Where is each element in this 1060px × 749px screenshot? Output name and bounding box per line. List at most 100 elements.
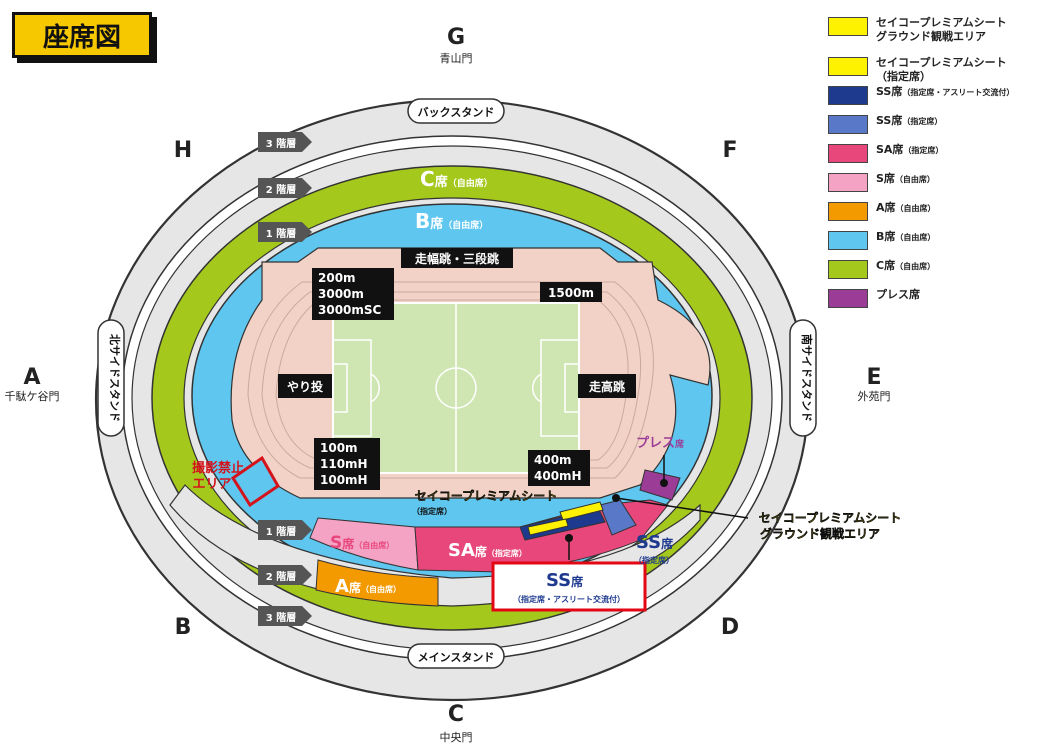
javelin-box (278, 374, 332, 398)
legend-sub: （自由席） (894, 175, 935, 184)
gate-d-letter: D (721, 615, 739, 640)
legend-label: SS席 (876, 114, 903, 127)
press-seat-area[interactable] (639, 469, 681, 501)
legend-label: SA席 (876, 143, 904, 156)
gate-h-letter: H (174, 138, 192, 163)
premium-seat-sub: （指定席） (412, 506, 452, 516)
legend-label: プレス席 (876, 288, 920, 301)
sa-seat-label: SA席（指定席） (448, 540, 527, 561)
legend-swatch (828, 57, 868, 76)
legend-item: B席（自由席） (828, 230, 1058, 250)
gate-a-name: 千駄ケ谷門 (5, 389, 60, 403)
north-stand-pill (97, 319, 125, 437)
gate-c-name: 中央門 (440, 731, 473, 744)
svg-text:1 階層: 1 階層 (266, 525, 296, 538)
legend-item: セイコープレミアムシートグラウンド観戦エリア (828, 16, 1058, 48)
legend-item: セイコープレミアムシート（指定席） (828, 56, 1058, 83)
floor2-tag-top: 2 階層 (258, 178, 312, 198)
legend-swatch (828, 115, 868, 134)
svg-text:1 階層: 1 階層 (266, 227, 296, 240)
gate-g-name: 青山門 (440, 52, 473, 65)
ss-athlete-box (491, 561, 647, 612)
south-stand-label: 南サイドスタンド (800, 334, 814, 422)
legend-sub: （指定席・アスリート交流付） (902, 88, 1015, 97)
legend-item: プレス席 (828, 288, 1058, 308)
premium-seat-area-2[interactable] (527, 518, 569, 536)
no-photo-label-1: 撮影禁止 (192, 460, 244, 476)
legend-label-2: グラウンド観戦エリア (876, 30, 986, 43)
legend-swatch (828, 144, 868, 163)
sprint-label-2: 110mH (320, 457, 368, 471)
premium-ground-dot (612, 494, 620, 502)
lap-box (528, 450, 590, 486)
lap-label-2: 400mH (534, 469, 582, 483)
ss-box-dot (565, 534, 573, 542)
svg-text:2 階層: 2 階層 (266, 570, 296, 583)
legend-label: セイコープレミアムシート (876, 16, 1007, 29)
gate-e-letter: E (866, 365, 881, 390)
ss-seat-sub: （指定席） (634, 555, 674, 565)
sprint-label-1: 100m (320, 441, 358, 455)
ss-seat-area[interactable] (599, 499, 637, 536)
legend-item: C席（自由席） (828, 259, 1058, 279)
ss-athlete-sub: （指定席・アスリート交流付） (513, 594, 625, 604)
legend-sub: （指定席） (876, 70, 931, 83)
gate-g-letter: G (447, 25, 465, 50)
legend-item: SS席（指定席・アスリート交流付） (828, 85, 1058, 105)
e1500-box (540, 282, 602, 302)
legend-swatch (828, 17, 868, 36)
back-stand-label: バックスタンド (418, 106, 495, 119)
gate-e-name: 外苑門 (858, 390, 891, 403)
a-seat-label: A席（自由席） (335, 576, 401, 597)
ss-athlete-label: SS席 (546, 570, 583, 591)
long-jump-label: 走幅跳・三段跳 (415, 251, 499, 266)
legend-item: A席（自由席） (828, 201, 1058, 221)
high-jump-label: 走高跳 (589, 379, 625, 394)
gate-f-letter: F (722, 138, 737, 163)
floor3-tag-top: 3 階層 (258, 132, 312, 152)
sprint-label-3: 100mH (320, 473, 368, 487)
no-photo-area (230, 455, 280, 508)
legend-swatch (828, 289, 868, 308)
legend-sub: （指定席） (903, 146, 944, 155)
distance-box (312, 268, 394, 320)
legend-label: SS席 (876, 85, 903, 98)
track-lane-1 (247, 281, 654, 479)
legend-item: SS席（指定席） (828, 114, 1058, 134)
legend-label: A席 (876, 201, 896, 214)
legend-item: S席（自由席） (828, 172, 1058, 192)
no-photo-label-2: エリア (192, 477, 231, 492)
floor1-tag-bottom: 1 階層 (258, 520, 312, 540)
legend-sub: （自由席） (895, 262, 936, 271)
high-jump-box (578, 374, 636, 398)
legend-label: S席 (876, 172, 895, 185)
premium-ground-label-1: セイコープレミアムシート (759, 510, 901, 525)
legend-swatch (828, 260, 868, 279)
press-seat-label: プレス席 (636, 436, 684, 451)
seat-legend: セイコープレミアムシートグラウンド観戦エリア セイコープレミアムシート（指定席）… (828, 16, 1058, 317)
distance-label-1: 200m (318, 271, 356, 285)
back-stand-pill (407, 98, 505, 124)
long-jump-box (401, 248, 513, 268)
sprint-box (314, 438, 380, 490)
premium-seat-area[interactable] (559, 501, 604, 521)
main-stand-pill (407, 643, 505, 669)
legend-sub: （自由席） (895, 233, 936, 242)
legend-label: C席 (876, 259, 896, 272)
premium-ground-leader (615, 497, 749, 519)
s-seat-label: S席（自由席） (330, 533, 394, 553)
field-markings (333, 303, 579, 473)
b-seat-label: B席（自由席） (415, 209, 488, 233)
premium-seat-label: セイコープレミアムシート (415, 488, 557, 503)
legend-label: B席 (876, 230, 896, 243)
svg-text:3 階層: 3 階層 (266, 137, 296, 150)
legend-swatch (828, 231, 868, 250)
page-title: 座席図 (12, 12, 152, 58)
c-seat-label: C席（自由席） (420, 167, 493, 191)
a-seat-area[interactable] (315, 559, 439, 607)
legend-swatch (828, 173, 868, 192)
legend-label: セイコープレミアムシート (876, 56, 1007, 69)
legend-swatch (828, 86, 868, 105)
e1500-label: 1500m (548, 286, 594, 300)
